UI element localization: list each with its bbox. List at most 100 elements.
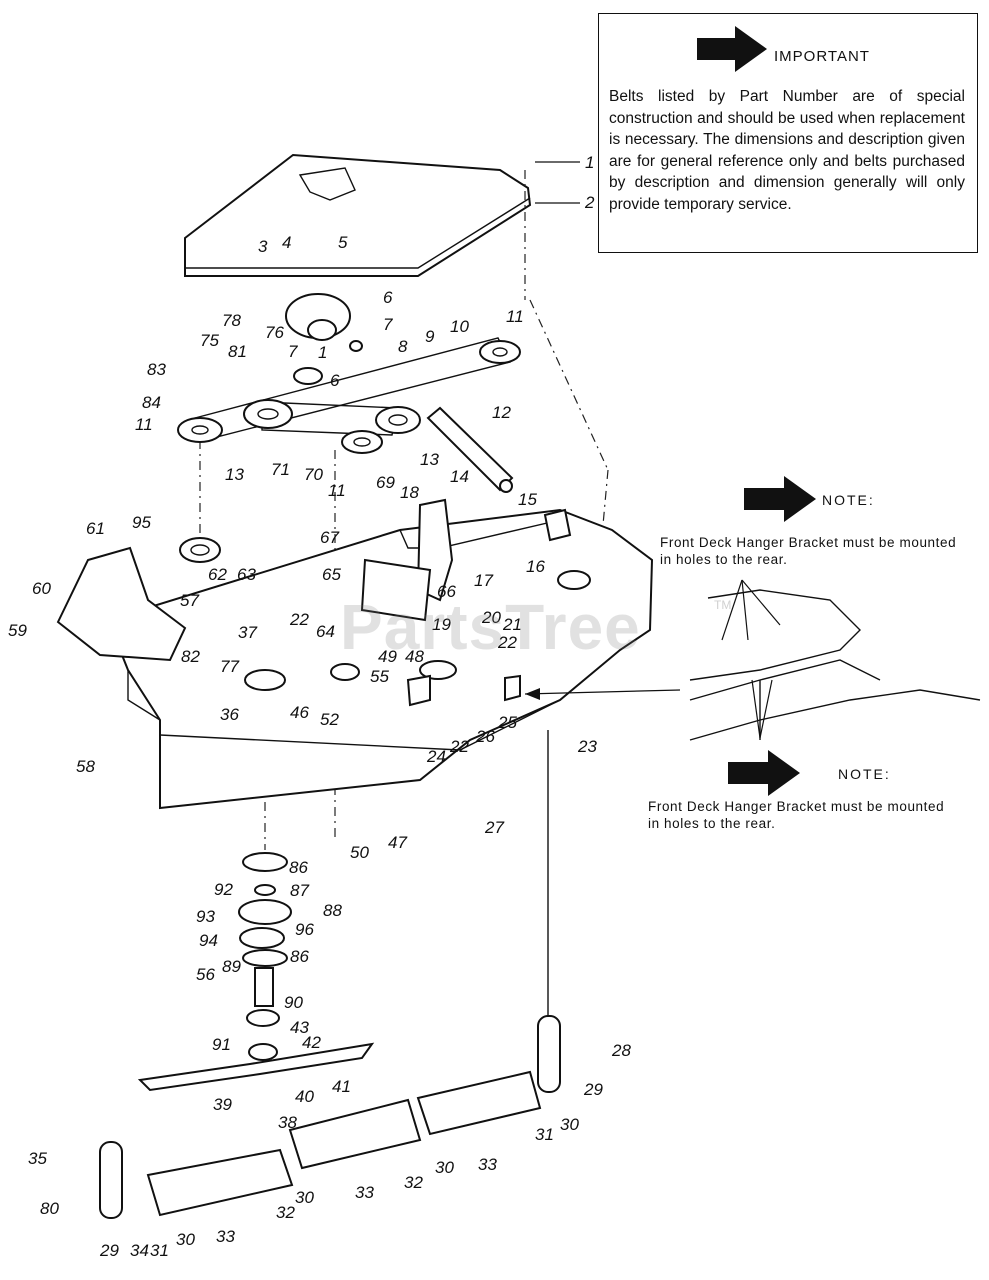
callout-58: 58 (76, 757, 95, 776)
callout-39: 39 (213, 1095, 232, 1114)
callout-96: 96 (295, 920, 314, 939)
callout-94: 94 (199, 931, 218, 950)
callout-43: 43 (290, 1018, 309, 1037)
callout-50: 50 (350, 843, 369, 862)
callout-81: 81 (228, 342, 247, 361)
callout-15: 15 (518, 490, 537, 509)
callout-59: 59 (8, 621, 27, 640)
callout-33a: 33 (478, 1155, 497, 1174)
callout-3: 3 (258, 237, 268, 256)
callout-2: 2 (584, 193, 595, 212)
callout-52: 52 (320, 710, 339, 729)
callout-36: 36 (220, 705, 239, 724)
callout-46: 46 (290, 703, 309, 722)
callout-57: 57 (180, 591, 199, 610)
callout-49: 49 (378, 647, 397, 666)
callout-27: 27 (484, 818, 504, 837)
callout-22a: 22 (497, 633, 517, 652)
callout-18: 18 (400, 483, 419, 502)
callout-55: 55 (370, 667, 389, 686)
callout-71: 71 (271, 460, 290, 479)
callout-33c: 33 (216, 1227, 235, 1246)
callout-66: 66 (437, 582, 456, 601)
callout-64: 64 (316, 622, 335, 641)
callout-75: 75 (200, 331, 219, 350)
callout-13a: 13 (225, 465, 244, 484)
callout-11c: 11 (328, 481, 346, 500)
callout-32b: 32 (276, 1203, 295, 1222)
watermark: PartsTree (340, 591, 641, 663)
callout-5: 5 (338, 233, 348, 252)
callout-31b: 31 (150, 1241, 169, 1260)
arrow-right-icon (744, 476, 816, 522)
callout-25: 25 (497, 713, 517, 732)
callout-41: 41 (332, 1077, 351, 1096)
note-title: NOTE: (822, 492, 875, 508)
important-title: IMPORTANT (774, 48, 870, 65)
callout-65: 65 (322, 565, 341, 584)
callout-4: 4 (282, 233, 291, 252)
callout-78: 78 (222, 311, 241, 330)
callout-48: 48 (405, 647, 424, 666)
callout-87: 87 (290, 881, 309, 900)
callout-86a: 86 (289, 858, 308, 877)
callout-1: 1 (585, 153, 594, 172)
callout-33b: 33 (355, 1183, 374, 1202)
hanger-bracket-detail (524, 579, 981, 741)
arrow-right-icon (728, 750, 800, 796)
callout-37: 37 (238, 623, 257, 642)
idler-rod (426, 406, 514, 493)
callout-35: 35 (28, 1149, 47, 1168)
hanger-brackets (360, 498, 572, 707)
callout-62: 62 (208, 565, 227, 584)
callout-93: 93 (196, 907, 215, 926)
callout-8: 8 (398, 337, 408, 356)
callout-22b: 22 (289, 610, 309, 629)
callout-95: 95 (132, 513, 151, 532)
callout-88: 88 (323, 901, 342, 920)
callout-34: 34 (130, 1241, 149, 1260)
important-notice-box: IMPORTANT Belts listed by Part Number ar… (598, 13, 978, 253)
callout-67: 67 (320, 528, 339, 547)
mower-deck (106, 508, 654, 810)
cutting-blade (137, 1042, 375, 1092)
callout-56: 56 (196, 965, 215, 984)
callout-6b: 6 (330, 371, 340, 390)
note-title: NOTE: (838, 766, 891, 782)
callout-26: 26 (475, 727, 495, 746)
callout-42: 42 (302, 1033, 321, 1052)
callout-24: 24 (426, 747, 446, 766)
callout-89: 89 (222, 957, 241, 976)
callout-63: 63 (237, 565, 256, 584)
callout-13b: 13 (420, 450, 439, 469)
callout-84: 84 (142, 393, 161, 412)
callout-77: 77 (220, 657, 239, 676)
callout-70: 70 (304, 465, 323, 484)
callout-91: 91 (212, 1035, 231, 1054)
gearbox (285, 293, 363, 352)
callout-32a: 32 (404, 1173, 423, 1192)
note-body: Front Deck Hanger Bracket must be mounte… (660, 535, 957, 567)
callout-14: 14 (450, 467, 469, 486)
important-body: Belts listed by Part Number are of speci… (609, 88, 965, 213)
callout-28: 28 (611, 1041, 631, 1060)
callout-22c: 22 (449, 737, 469, 756)
callout-10: 10 (450, 317, 469, 336)
pulleys (177, 340, 521, 454)
callout-11b: 11 (135, 415, 153, 434)
callout-6a: 6 (383, 288, 393, 307)
callout-90: 90 (284, 993, 303, 1012)
callout-80: 80 (40, 1199, 59, 1218)
callout-47: 47 (388, 833, 407, 852)
callout-17: 17 (474, 571, 493, 590)
callout-23: 23 (577, 737, 597, 756)
discharge-deflector (56, 546, 187, 662)
callout-20: 20 (481, 608, 501, 627)
callout-12: 12 (492, 403, 511, 422)
callout-31a: 31 (535, 1125, 554, 1144)
callout-9: 9 (425, 327, 435, 346)
callout-7a: 7 (383, 315, 393, 334)
callout-21: 21 (502, 615, 522, 634)
note-body: Front Deck Hanger Bracket must be mounte… (648, 799, 945, 831)
blade-spindle-assembly (238, 852, 292, 1061)
